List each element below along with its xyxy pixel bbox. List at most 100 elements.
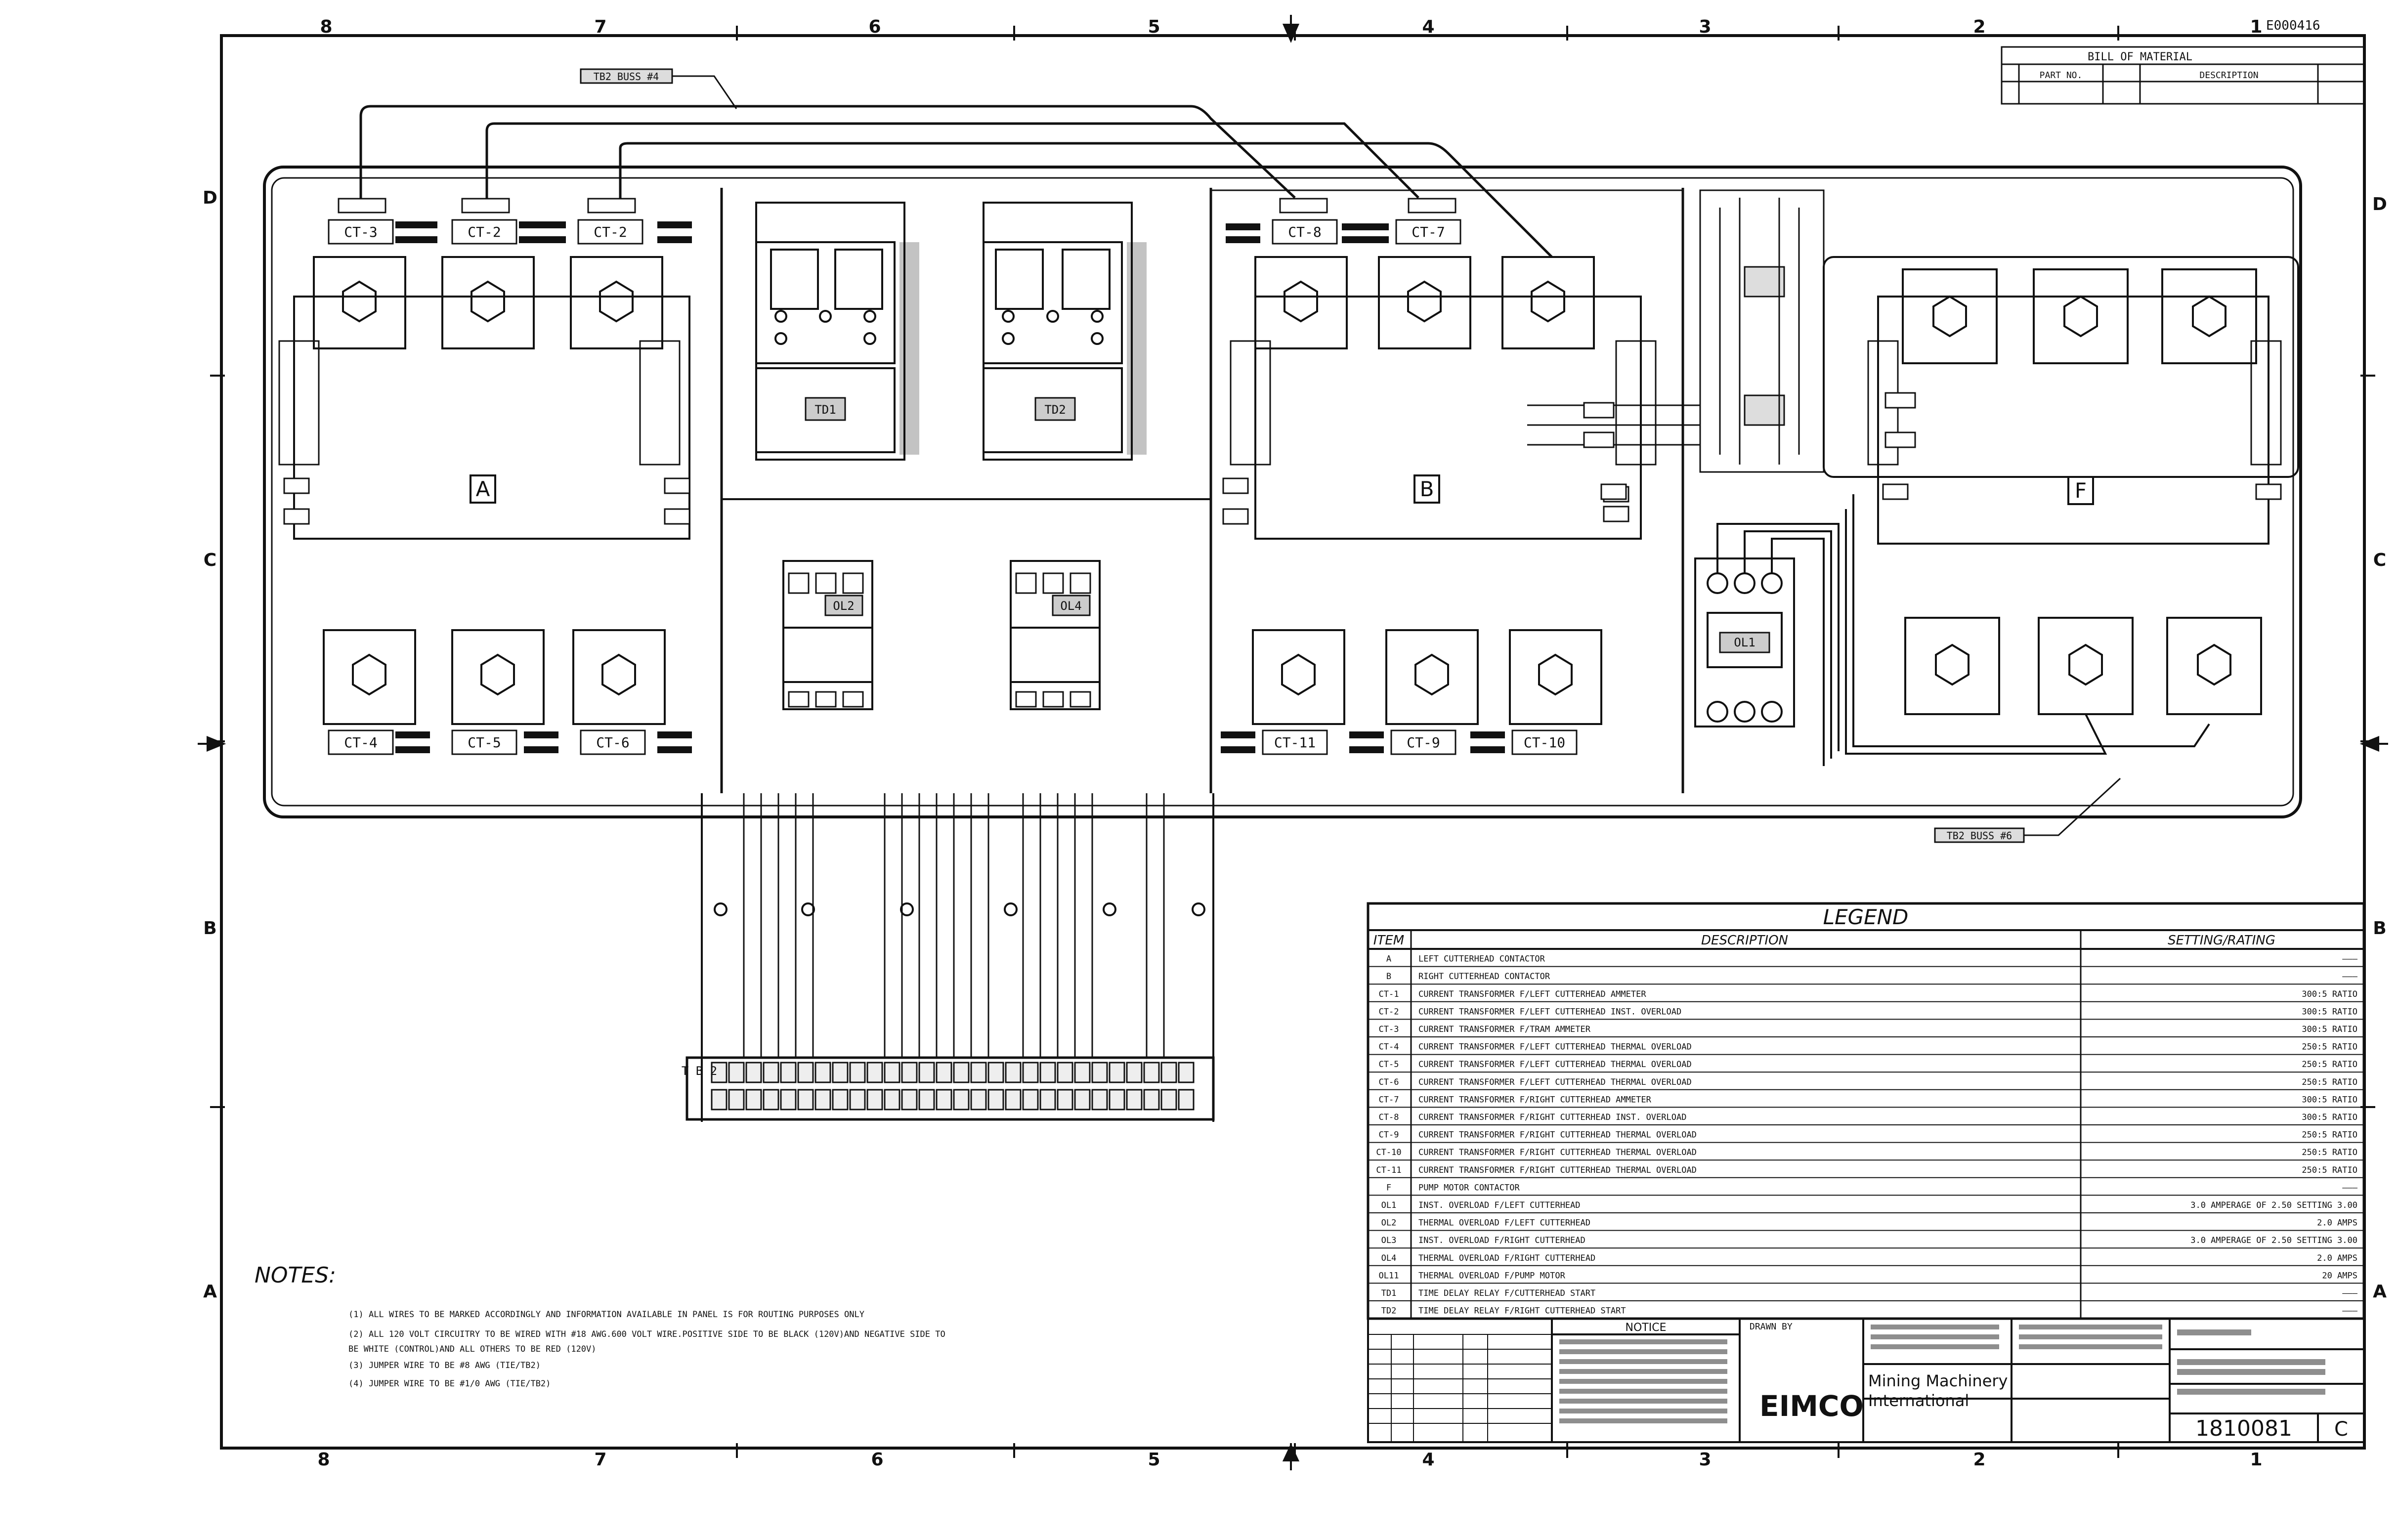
- legend-description: CURRENT TRANSFORMER F/LEFT CUTTERHEAD TH…: [1418, 1060, 1692, 1069]
- legend-table: LEGEND ITEM DESCRIPTION SETTING/RATING A…: [1367, 902, 2365, 1320]
- note-line: (4) JUMPER WIRE TO BE #1/0 AWG (TIE/TB2): [348, 1379, 551, 1389]
- legend-description: THERMAL OVERLOAD F/LEFT CUTTERHEAD: [1418, 1218, 1590, 1228]
- legend-item: TD1: [1381, 1288, 1397, 1298]
- legend-item: CT-10: [1376, 1148, 1401, 1157]
- col-label: 4: [1422, 1450, 1434, 1470]
- legend-description: CURRENT TRANSFORMER F/RIGHT CUTTERHEAD T…: [1418, 1130, 1697, 1140]
- legend-description: CURRENT TRANSFORMER F/LEFT CUTTERHEAD TH…: [1418, 1042, 1692, 1052]
- col-label: 4: [1422, 17, 1434, 37]
- bom-col-desc: DESCRIPTION: [2199, 70, 2258, 81]
- col-label: 2: [1973, 17, 1985, 37]
- company-subtitle: International: [1868, 1391, 1969, 1410]
- contactor-a-label: A: [476, 477, 490, 501]
- sheet-id: E000416: [2266, 18, 2320, 33]
- legend-rating: 3.0 AMPERAGE OF 2.50 SETTING 3.00: [2190, 1200, 2357, 1210]
- center-arrows: [198, 15, 2388, 1470]
- legend-rating: ———: [2342, 954, 2357, 964]
- tb2-label: T B 2: [682, 1064, 717, 1078]
- ct-10-label: CT-10: [1524, 734, 1565, 751]
- legend-item: CT-1: [1379, 989, 1399, 999]
- legend-item: OL11: [1379, 1271, 1399, 1281]
- ct-2-label: CT-2: [468, 224, 501, 240]
- drawn-label: DRAWN BY: [1750, 1322, 1793, 1332]
- legend-rating: 300:5 RATIO: [2302, 1112, 2357, 1122]
- legend-description: TIME DELAY RELAY F/CUTTERHEAD START: [1418, 1288, 1595, 1298]
- bill-of-material: BILL OF MATERIAL PART NO. DESCRIPTION: [2001, 46, 2366, 105]
- ct-2b-label: CT-2: [594, 224, 627, 240]
- legend-header-item: ITEM: [1373, 933, 1404, 948]
- legend-description: THERMAL OVERLOAD F/RIGHT CUTTERHEAD: [1418, 1253, 1595, 1263]
- col-label: 7: [594, 17, 606, 37]
- row-label: B: [2373, 918, 2386, 939]
- legend-title: LEGEND: [1823, 905, 1909, 929]
- company-logo: EIMCO: [1759, 1389, 1864, 1423]
- control-relay-cluster: [1527, 189, 1825, 500]
- terminal-block-tb2: T B 2: [682, 1056, 1215, 1121]
- legend-item: CT-6: [1379, 1077, 1399, 1087]
- ct-7-label: CT-7: [1412, 224, 1445, 240]
- zone-labels: 8 7 6 5 4 3 2 1 8 7 6 5 4 3 2 1 D C B A …: [203, 17, 2387, 1470]
- contactor-b: B: [1222, 256, 1657, 725]
- legend-description: INST. OVERLOAD F/LEFT CUTTERHEAD: [1418, 1200, 1581, 1210]
- legend-item: CT-11: [1376, 1165, 1401, 1175]
- ct-3-label: CT-3: [344, 224, 377, 240]
- legend-item: B: [1386, 972, 1391, 982]
- legend-rating: 300:5 RATIO: [2302, 989, 2357, 999]
- legend-description: PUMP MOTOR CONTACTOR: [1418, 1183, 1520, 1193]
- legend-item: OL3: [1381, 1236, 1397, 1245]
- company-subtitle: Mining Machinery: [1868, 1371, 2008, 1390]
- legend-rating: ———: [2342, 1288, 2357, 1298]
- legend-rating: ———: [2342, 1183, 2357, 1193]
- legend-item: CT-4: [1379, 1042, 1399, 1052]
- legend-rating: 300:5 RATIO: [2302, 1095, 2357, 1105]
- drawing-number: 1810081: [2195, 1416, 2292, 1441]
- legend-item: CT-5: [1379, 1060, 1399, 1069]
- legend-description: CURRENT TRANSFORMER F/RIGHT CUTTERHEAD T…: [1418, 1165, 1697, 1175]
- legend-rating: 250:5 RATIO: [2302, 1060, 2357, 1069]
- legend-rating: 300:5 RATIO: [2302, 1007, 2357, 1017]
- note-line: (1) ALL WIRES TO BE MARKED ACCORDINGLY A…: [348, 1310, 864, 1320]
- terminal-wiring: [701, 793, 1214, 1122]
- ol2-label: OL2: [833, 599, 854, 613]
- ct-4-label: CT-4: [344, 734, 377, 751]
- svg-text:TB2 BUSS #6: TB2 BUSS #6: [1947, 830, 2012, 842]
- legend-description: INST. OVERLOAD F/RIGHT CUTTERHEAD: [1418, 1236, 1585, 1245]
- legend-item: A: [1386, 954, 1391, 964]
- overhead-wires: [359, 105, 1553, 258]
- td1-label: TD1: [814, 403, 836, 417]
- ct-9-label: CT-9: [1407, 734, 1440, 751]
- legend-rating: ———: [2342, 1306, 2357, 1316]
- legend-item: OL2: [1381, 1218, 1397, 1228]
- wire-tag-bottom: TB2 BUSS #6: [1934, 777, 2121, 843]
- panel-outline: [263, 166, 2302, 818]
- revision: C: [2334, 1418, 2348, 1441]
- legend-item: CT-9: [1379, 1130, 1399, 1140]
- row-label: D: [203, 188, 217, 208]
- col-label: 6: [868, 17, 881, 37]
- notice-title: NOTICE: [1626, 1322, 1667, 1334]
- col-label: 5: [1148, 1450, 1160, 1470]
- legend-rating: 20 AMPS: [2322, 1271, 2357, 1281]
- pump-overload: OL1: [1694, 523, 1840, 766]
- col-label: 3: [1699, 1450, 1711, 1470]
- notes-title: NOTES:: [255, 1263, 336, 1288]
- legend-item: CT-3: [1379, 1025, 1399, 1034]
- row-label: A: [2373, 1282, 2387, 1302]
- col-label: 8: [320, 17, 332, 37]
- col-label: 2: [1973, 1450, 1985, 1470]
- legend-item: F: [1386, 1183, 1391, 1193]
- legend-item: OL1: [1381, 1200, 1397, 1210]
- title-block: NOTICE EIMCO Mining Machinery Internatio…: [1367, 1318, 2365, 1443]
- td2-label: TD2: [1044, 403, 1066, 417]
- note-line: (3) JUMPER WIRE TO BE #8 AWG (TIE/TB2): [348, 1361, 541, 1370]
- notes: NOTES: (1) ALL WIRES TO BE MARKED ACCORD…: [255, 1263, 945, 1389]
- legend-item: CT-8: [1379, 1112, 1399, 1122]
- bom-title: BILL OF MATERIAL: [2088, 51, 2192, 63]
- legend-description: TIME DELAY RELAY F/RIGHT CUTTERHEAD STAR…: [1418, 1306, 1626, 1316]
- legend-header-desc: DESCRIPTION: [1701, 933, 1788, 948]
- panel-mount-holes: [714, 902, 1205, 916]
- bom-col-part: PART NO.: [2040, 70, 2083, 81]
- legend-item: CT-7: [1379, 1095, 1399, 1105]
